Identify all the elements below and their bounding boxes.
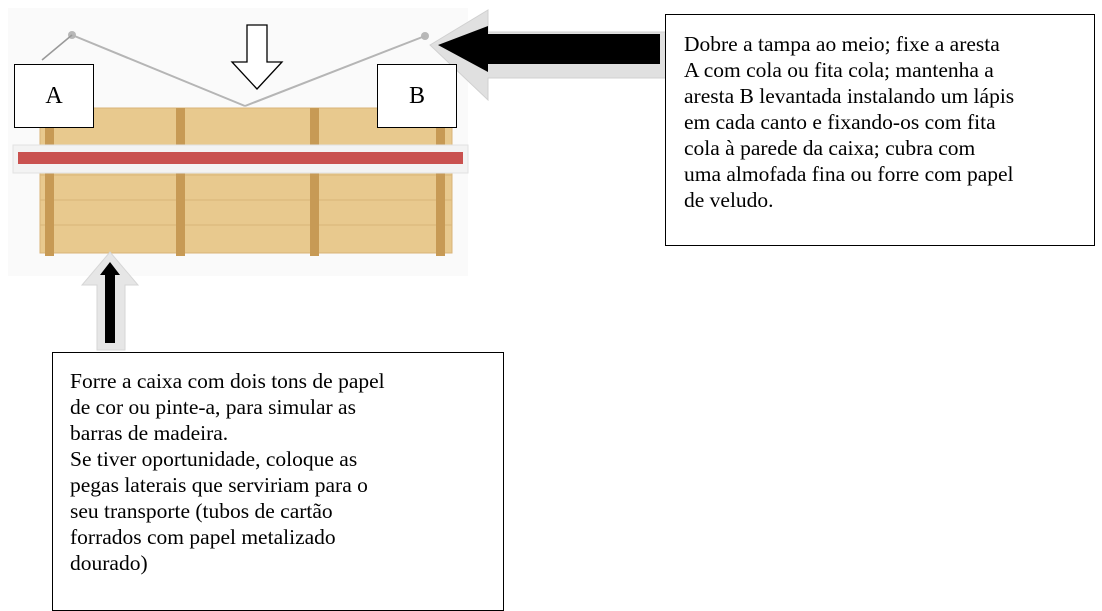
label-edge-b: B: [377, 64, 457, 128]
box-body: [12, 107, 469, 256]
wood-bar: [176, 108, 185, 256]
wood-bar: [45, 108, 54, 256]
lid-edge-right: [244, 35, 426, 107]
pointer-arrow-up-icon: [100, 262, 120, 343]
pointer-arrow-left-icon: [438, 26, 660, 72]
note-box-instructions: Forre a caixa com dois tons de papel de …: [52, 352, 504, 611]
wood-bar: [436, 108, 445, 256]
red-band: [18, 152, 463, 164]
note-lid-instructions: Dobre a tampa ao meio; fixe a aresta A c…: [665, 14, 1095, 246]
lid-edge-left: [71, 34, 246, 107]
wood-bar: [310, 108, 319, 256]
label-edge-a: A: [14, 64, 94, 128]
box-panel: [39, 107, 453, 254]
lid: [41, 31, 429, 107]
fold-arrow-icon: [230, 24, 284, 90]
